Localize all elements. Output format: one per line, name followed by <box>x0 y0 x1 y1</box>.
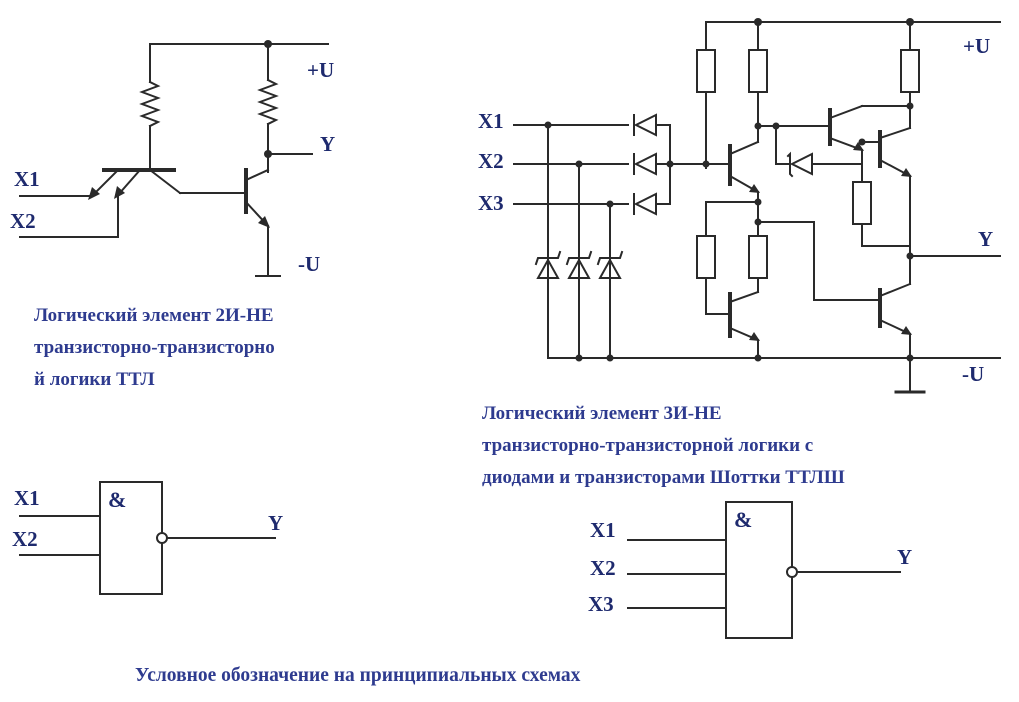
ttl-2nand-symbol <box>19 481 276 595</box>
left-y-label: Y <box>320 132 335 156</box>
ttlsh-3nand-symbol <box>627 501 901 639</box>
ttl-2nand-caption: Логический элемент 2И-НЕ транзисторно-тр… <box>34 300 394 396</box>
ttl-2nand-schematic <box>19 40 329 277</box>
caption-line: й логики ТТЛ <box>34 369 155 390</box>
left-symbol-x2-label: X2 <box>12 527 38 551</box>
left-x1-label: X1 <box>14 167 40 191</box>
caption-line: транзисторно-транзисторной логики с <box>482 435 814 456</box>
right-y-label: Y <box>978 227 993 251</box>
right-symbol-x1-label: X1 <box>590 518 616 542</box>
right-symbol-y-label: Y <box>897 545 912 569</box>
caption-line: диодами и транзисторами Шоттки ТТЛШ <box>482 467 845 488</box>
right-x1-label: X1 <box>478 109 504 133</box>
left-symbol-y-label: Y <box>268 511 283 535</box>
caption-line: транзисторно-транзисторно <box>34 337 275 358</box>
left-minus-u-label: -U <box>298 252 320 276</box>
caption-line: Логический элемент 2И-НЕ <box>34 305 274 326</box>
left-x2-label: X2 <box>10 209 36 233</box>
symbol-note-caption: Условное обозначение на принципиальных с… <box>135 665 581 686</box>
caption-line: Логический элемент 3И-НЕ <box>482 403 722 424</box>
right-x2-label: X2 <box>478 149 504 173</box>
ttlsh-3nand-schematic <box>513 18 1001 394</box>
left-symbol-x1-label: X1 <box>14 486 40 510</box>
right-symbol-x3-label: X3 <box>588 592 614 616</box>
right-symbol-x2-label: X2 <box>590 556 616 580</box>
right-plus-u-label: +U <box>963 34 990 58</box>
right-x3-label: X3 <box>478 191 504 215</box>
ttlsh-3nand-caption: Логический элемент 3И-НЕ транзисторно-тр… <box>482 398 1012 494</box>
right-symbol-and-sign: & <box>734 507 752 532</box>
left-symbol-and-sign: & <box>108 487 126 512</box>
left-plus-u-label: +U <box>307 58 334 82</box>
right-minus-u-label: -U <box>962 362 984 386</box>
